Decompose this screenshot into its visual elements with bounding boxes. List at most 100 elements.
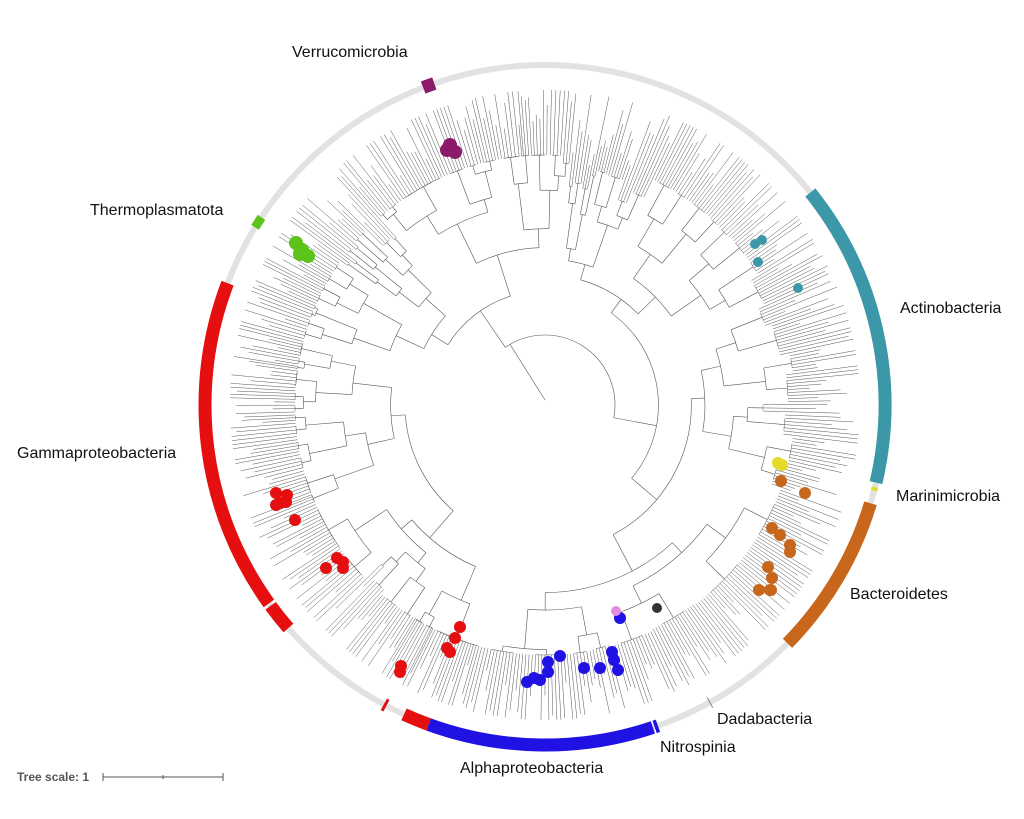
tree-arc [491, 648, 514, 654]
tree-arc [599, 171, 606, 174]
tree-leaf-branch [463, 130, 475, 166]
tree-leaf-branch [420, 630, 439, 669]
tree-leaf-branch [237, 335, 302, 350]
tree-leaf-branch [343, 162, 386, 213]
tree-arc [580, 214, 586, 216]
tree-leaf-branch [667, 143, 694, 188]
tree-leaf-branch [266, 258, 324, 289]
tree-leaf-branch [317, 244, 348, 266]
tree-branch [295, 416, 306, 418]
tree-branch [353, 337, 391, 351]
tree-leaf-branch [303, 535, 332, 553]
tree-leaf-branch [351, 203, 389, 242]
tree-branch [633, 254, 651, 279]
tree-arc [304, 330, 307, 338]
tree-scale: Tree scale: 1 [17, 770, 224, 784]
tree-arc [450, 172, 454, 174]
tree-leaf-branch [594, 146, 602, 177]
tree-branch [691, 397, 705, 399]
tree-leaf-branch [613, 152, 622, 178]
tree-leaf-branch [784, 417, 854, 423]
tree-leaf-branch [701, 159, 743, 211]
tree-leaf-branch [504, 102, 513, 158]
tree-branch [357, 247, 378, 266]
tree-leaf-branch [305, 566, 355, 608]
leaf-marker [293, 247, 307, 261]
tree-branch [671, 295, 701, 317]
label-bacteroidetes: Bacteroidetes [850, 586, 948, 603]
tree-arc [612, 398, 692, 535]
ring-segment-gammaproteobacteria [265, 601, 294, 633]
tree-branch [612, 534, 633, 572]
tree-arc [431, 627, 434, 629]
tree-arc [457, 168, 464, 171]
tree-branch [647, 185, 665, 216]
tree-leaf-branch [728, 192, 778, 238]
tree-leaf-branch [662, 127, 694, 185]
tree-leaf-branch [774, 504, 821, 525]
tree-leaf-branch [283, 277, 321, 297]
tree-branch [415, 568, 426, 582]
tree-leaf-branch [661, 624, 690, 677]
tree-arc [313, 498, 315, 502]
tree-leaf-branch [724, 578, 763, 616]
tree-leaf-branch [687, 608, 727, 664]
tree-branch [637, 218, 655, 247]
leaf-marker [542, 666, 554, 678]
ring-segment-gammaproteobacteria [401, 708, 431, 731]
tree-branch [425, 298, 446, 317]
tree-leaf-branch [644, 634, 670, 690]
tree-leaf-branch [696, 184, 714, 207]
leaf-marker [762, 561, 774, 573]
tree-leaf-branch [791, 354, 856, 366]
tree-leaf-branch [731, 219, 753, 239]
tree-branch [307, 474, 334, 484]
tree-leaf-branch [773, 506, 794, 517]
tree-leaf-branch [378, 610, 403, 645]
tree-arc [447, 295, 511, 345]
tree-leaf-branch [259, 510, 319, 538]
tree-leaf-branch [783, 430, 858, 440]
tree-leaf-branch [714, 174, 761, 224]
tree-branch [524, 609, 529, 649]
leaf-marker [444, 646, 456, 658]
tree-branch [637, 296, 656, 315]
tree-branch [382, 556, 392, 566]
tree-leaf-branch [584, 164, 590, 189]
tree-branch [407, 587, 426, 614]
ring-segment-thermoplasmatota [251, 214, 266, 230]
tree-leaf-branch [411, 119, 440, 179]
tree-leaf-branch [407, 629, 436, 687]
tree-leaf-branch [762, 286, 838, 318]
leaf-marker [337, 556, 349, 568]
tree-branch [729, 291, 759, 308]
tree-leaf-branch [509, 653, 517, 711]
tree-arc [381, 564, 384, 567]
tree-leaf-branch [489, 110, 499, 160]
tree-leaf-branch [230, 383, 296, 389]
tree-leaf-branch [270, 526, 327, 560]
tree-leaf-branch [571, 119, 581, 187]
tree-branch [362, 233, 388, 258]
tree-arc [305, 476, 308, 484]
tree-leaf-branch [535, 114, 538, 156]
tree-leaf-branch [553, 90, 557, 156]
tree-leaf-branch [402, 625, 427, 670]
tree-leaf-branch [671, 618, 707, 676]
tree-leaf-branch [557, 654, 562, 720]
tree-arc [402, 265, 413, 276]
tree-leaf-branch [271, 370, 297, 375]
tree-arc [783, 418, 786, 431]
tree-leaf-branch [390, 130, 423, 188]
tree-leaf-branch [757, 255, 823, 291]
tree-leaf-branch [787, 397, 818, 399]
tree-leaf-branch [352, 155, 393, 207]
tree-leaf-branch [758, 265, 811, 294]
tree-leaf-branch [258, 297, 311, 318]
leaf-marker [793, 283, 803, 293]
tree-arc [355, 261, 358, 265]
tree-leaf-branch [462, 645, 477, 695]
tree-leaf-branch [771, 509, 802, 524]
tree-branch [305, 333, 322, 340]
tree-arc [386, 509, 427, 553]
